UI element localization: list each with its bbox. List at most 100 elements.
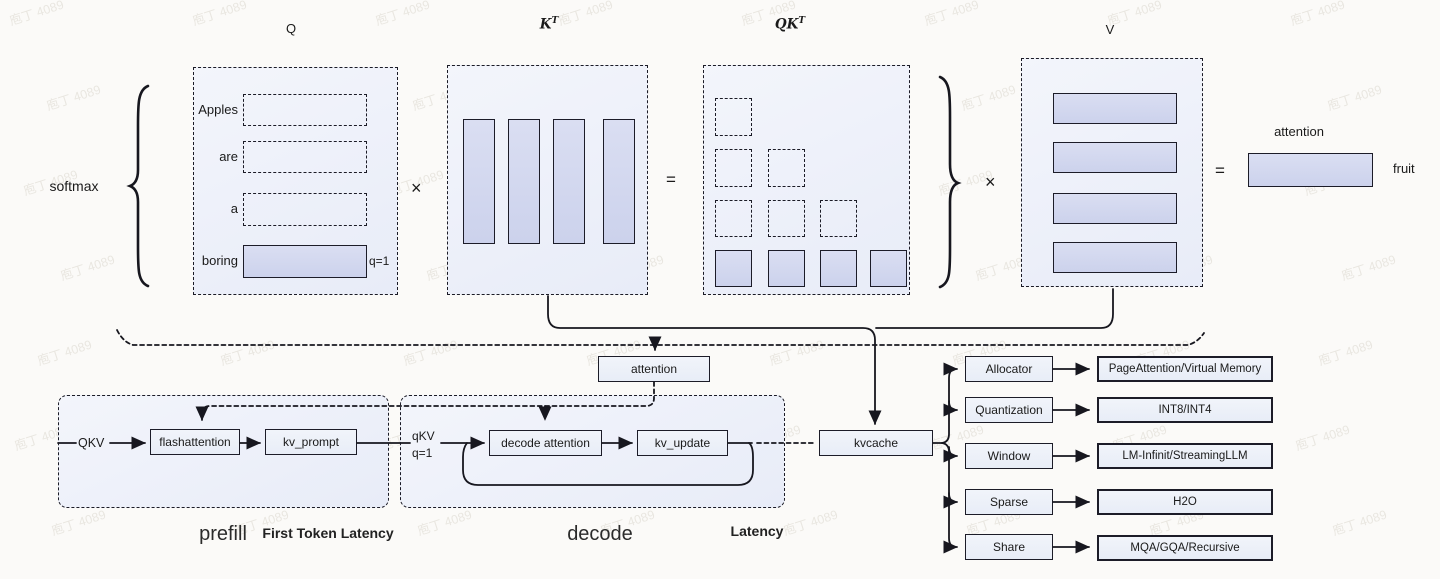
kt-column-vector [603, 119, 635, 244]
watermark-text: 庖丁 4089 [49, 507, 108, 539]
times-operator-2: × [985, 172, 996, 192]
fanout-arrow-quantization [943, 400, 958, 417]
kvcache-label: kvcache [853, 436, 899, 450]
qkt-cell-filled [768, 250, 805, 287]
watermark-text: 庖丁 4089 [1293, 422, 1352, 454]
fanout-arrow-allocator [941, 362, 958, 444]
target-label: H2O [1173, 496, 1197, 508]
attention-weights-dashed-line [116, 329, 1205, 346]
target-label: PageAttention/Virtual Memory [1108, 363, 1262, 375]
attention-result-label: attention [1274, 124, 1324, 139]
first-token-latency-label: First Token Latency [262, 525, 394, 541]
target-label: LM-Infinit/StreamingLLM [1122, 450, 1248, 462]
watermark-text: 庖丁 4089 [1316, 337, 1375, 369]
kt-column-vector [463, 119, 495, 244]
branch-label: Allocator [985, 362, 1033, 376]
right-curly-brace [938, 75, 962, 289]
watermark-text: 庖丁 4089 [781, 507, 840, 539]
decode-attention-box: decode attention [489, 430, 602, 456]
q-row-vector-filled [243, 245, 367, 278]
q-row-label: Apples [198, 102, 238, 117]
watermark-text: 庖丁 4089 [35, 337, 94, 369]
v-row-vector [1053, 142, 1177, 173]
watermark-text: 庖丁 4089 [415, 507, 474, 539]
v-to-kvcache-line [875, 288, 1114, 329]
target-box-int8: INT8/INT4 [1097, 397, 1273, 423]
watermark-text: 庖丁 4089 [218, 337, 277, 369]
qkv-decode-label: qKV [412, 429, 435, 443]
watermark-text: 庖丁 4089 [44, 82, 103, 114]
watermark-text: 庖丁 4089 [1288, 0, 1347, 29]
target-box-h2o: H2O [1097, 489, 1273, 515]
v-row-vector [1053, 193, 1177, 224]
branch-label: Share [992, 540, 1026, 554]
qkt-cell-empty [768, 149, 805, 187]
q-row-label: boring [201, 253, 238, 268]
fanout-arrow-window [943, 446, 958, 463]
qkt-cell-empty [715, 200, 752, 237]
qkt-cell-empty [715, 98, 752, 136]
qkt-cell-filled [870, 250, 907, 287]
attention-result-vector [1248, 153, 1373, 187]
branch-box-share: Share [965, 534, 1053, 560]
decode-attention-label: decode attention [501, 436, 590, 450]
softmax-label: softmax [49, 178, 99, 194]
watermark-text: 庖丁 4089 [373, 0, 432, 29]
equals-operator-2: = [1215, 161, 1225, 180]
branch-box-quantization: Quantization [965, 397, 1053, 423]
branch-label: Window [987, 449, 1031, 463]
v-row-vector [1053, 242, 1177, 273]
q1-decode-label: q=1 [412, 446, 433, 460]
watermark-text: 庖丁 4089 [190, 0, 249, 29]
watermark-text: 庖丁 4089 [1339, 252, 1398, 284]
v-row-vector [1053, 93, 1177, 124]
kv-update-box: kv_update [637, 430, 728, 456]
q1-annotation: q=1 [369, 254, 390, 268]
qkv-input-label: QKV [78, 436, 105, 450]
qkt-cell-empty [715, 149, 752, 187]
q-row-vector-empty [243, 193, 367, 226]
qkt-cell-empty [768, 200, 805, 237]
q-row-vector-empty [243, 141, 367, 173]
target-box-streamingllm: LM-Infinit/StreamingLLM [1097, 443, 1273, 469]
watermark-text: 庖丁 4089 [1325, 82, 1384, 114]
branch-box-window: Window [965, 443, 1053, 469]
q-row-label: are [219, 149, 238, 164]
qkt-cell-filled [715, 250, 752, 287]
v-matrix-title: V [1105, 22, 1115, 37]
qkt-cell-empty [820, 200, 857, 237]
watermark-text: 庖丁 4089 [1330, 507, 1389, 539]
fruit-label: fruit [1393, 161, 1415, 176]
flashattention-box: flashattention [150, 429, 240, 455]
watermark-text: 庖丁 4089 [58, 252, 117, 284]
kv-update-label: kv_update [654, 436, 711, 450]
flashattention-label: flashattention [159, 435, 231, 449]
q-row-vector-empty [243, 94, 367, 126]
branch-box-sparse: Sparse [965, 489, 1053, 515]
branch-box-allocator: Allocator [965, 356, 1053, 382]
prefill-caption: prefill [199, 523, 247, 545]
target-box-pageattention: PageAttention/Virtual Memory [1097, 356, 1273, 382]
target-label: MQA/GQA/Recursive [1130, 542, 1240, 554]
decode-caption: decode [567, 523, 633, 545]
qkt-cell-filled [820, 250, 857, 287]
kt-column-vector [508, 119, 540, 244]
latency-label: Latency [730, 523, 784, 539]
fanout-arrow-sparse [943, 492, 958, 509]
kt-matrix-title: KT [539, 16, 559, 33]
qkt-matrix-title: QKT [774, 16, 806, 33]
times-operator-1: × [411, 178, 422, 198]
target-box-mqa: MQA/GQA/Recursive [1097, 535, 1273, 561]
branch-label: Quantization [975, 403, 1043, 417]
kv-prompt-label: kv_prompt [282, 435, 340, 449]
attention-box: attention [598, 356, 710, 382]
kvcache-box: kvcache [819, 430, 933, 456]
watermark-text: 庖丁 4089 [7, 0, 66, 29]
q-matrix-title: Q [285, 21, 297, 36]
attention-box-label: attention [630, 362, 678, 376]
equals-operator-1: = [666, 170, 676, 189]
watermark-text: 庖丁 4089 [401, 337, 460, 369]
branch-label: Sparse [989, 495, 1029, 509]
q-row-label: a [230, 201, 238, 216]
